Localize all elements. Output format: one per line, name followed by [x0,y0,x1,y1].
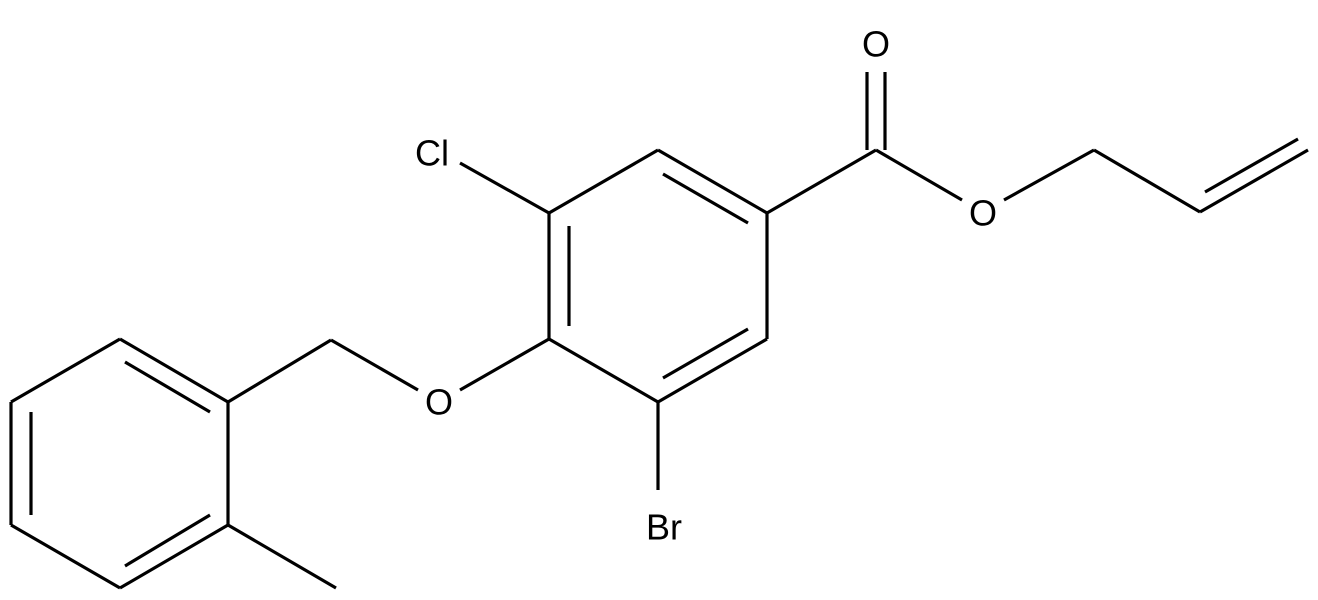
ether-bond [459,337,550,392]
ether-oxygen-label: O [425,382,453,423]
allyl-bond [1093,148,1201,214]
ring-bond [119,523,229,590]
ester-bond [1003,148,1095,202]
benzoate-ring [547,148,769,404]
ring-bond [10,337,121,404]
ring-bond [119,337,229,404]
bromine-label: Br [646,507,682,548]
ester-oxygen-label: O [969,193,997,234]
ether-bond [227,338,332,404]
ring-bond [548,148,659,215]
ester-bond [875,148,963,202]
ring-double-bond [662,172,749,225]
chlorine-label: Cl [415,133,449,174]
ring-double-bond [124,513,211,568]
tolyl-ring [9,337,337,590]
ring-bond [657,148,768,215]
ring-bond [10,523,121,590]
carbonyl-oxygen-label: O [862,24,890,65]
benzyl-ether [227,337,550,404]
methyl-bond [227,523,337,590]
ring-double-bond [662,327,749,380]
ring-bond [657,337,768,404]
allyl-double-bond [1199,148,1309,214]
ether-bond [330,338,419,392]
allyl-ester [766,72,1309,215]
ring-double-bond [124,360,211,414]
ring-bond [548,337,659,404]
ester-bond [766,148,877,215]
allyl-double-bond [1204,137,1299,194]
chloro-bond [459,161,550,215]
